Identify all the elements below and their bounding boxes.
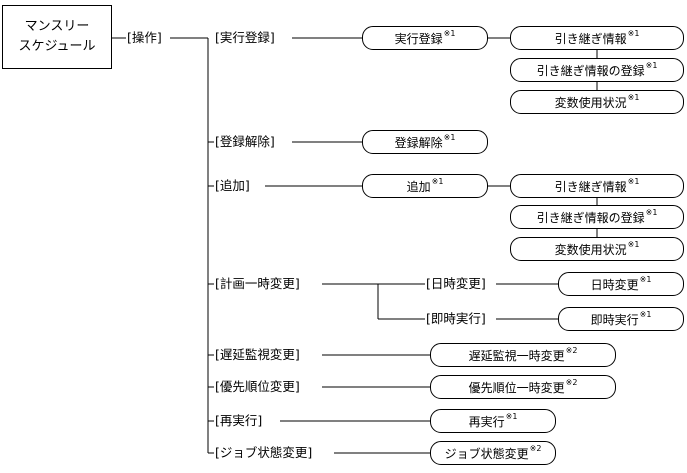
box-priority-text: 優先順位一時変更 — [468, 380, 565, 395]
label-job-state: [ジョブ状態変更] — [214, 445, 314, 461]
note-marker: ※1 — [443, 132, 456, 142]
box-takeover-info-2: 引き継ぎ情報※1 — [510, 174, 684, 198]
root-label-line2: スケジュール — [18, 39, 96, 54]
note-marker: ※1 — [627, 176, 640, 186]
note-marker: ※2 — [565, 345, 578, 355]
box-delay-monitor-text: 遅延監視一時変更 — [468, 348, 565, 363]
box-rerun-text: 再実行 — [468, 414, 505, 429]
note-marker: ※1 — [645, 207, 658, 217]
note-marker: ※1 — [431, 176, 444, 186]
box-add: 追加※1 — [362, 174, 488, 198]
box-delay-monitor: 遅延監視一時変更※2 — [430, 343, 616, 367]
box-job-state-text: ジョブ状態変更 — [444, 446, 529, 461]
note-marker: ※1 — [443, 28, 456, 38]
box-var-status-2: 変数使用状況※1 — [510, 237, 684, 261]
label-priority: [優先順位変更] — [214, 379, 301, 395]
note-marker: ※2 — [565, 377, 578, 387]
box-takeover-info-1: 引き継ぎ情報※1 — [510, 26, 684, 50]
note-marker: ※1 — [627, 92, 640, 102]
box-datetime-change: 日時変更※1 — [558, 272, 684, 296]
root-label-line1: マンスリー — [24, 19, 90, 34]
label-rerun: [再実行] — [214, 413, 264, 429]
root-box-monthly-schedule: マンスリー スケジュール — [2, 5, 112, 69]
box-exec-register-text: 実行登録 — [394, 31, 443, 46]
note-marker: ※1 — [627, 239, 640, 249]
note-marker: ※2 — [529, 443, 542, 453]
label-unregister: [登録解除] — [214, 134, 276, 150]
box-job-state: ジョブ状態変更※2 — [430, 441, 556, 465]
box-priority: 優先順位一時変更※2 — [430, 375, 616, 399]
box-var-status-1: 変数使用状況※1 — [510, 90, 684, 114]
box-immediate-exec-text: 即時実行 — [590, 312, 639, 327]
box-exec-register: 実行登録※1 — [362, 26, 488, 50]
label-exec-register: [実行登録] — [214, 30, 276, 46]
box-takeover-register-1: 引き継ぎ情報の登録※1 — [510, 58, 684, 82]
label-plan-change: [計画一時変更] — [214, 276, 301, 292]
box-rerun: 再実行※1 — [430, 409, 556, 433]
label-delay-monitor: [遅延監視変更] — [214, 347, 301, 363]
label-datetime-change: [日時変更] — [425, 276, 487, 292]
label-immediate-exec: [即時実行] — [425, 311, 487, 327]
note-marker: ※1 — [639, 274, 652, 284]
note-marker: ※1 — [639, 309, 652, 319]
label-add: [追加] — [214, 178, 251, 194]
box-unregister-text: 登録解除 — [394, 135, 443, 150]
box-add-text: 追加 — [406, 179, 431, 194]
box-takeover-info-1-text: 引き継ぎ情報 — [554, 31, 627, 46]
box-datetime-change-text: 日時変更 — [590, 277, 639, 292]
box-immediate-exec: 即時実行※1 — [558, 307, 684, 331]
box-var-status-1-text: 変数使用状況 — [554, 95, 627, 110]
note-marker: ※1 — [627, 28, 640, 38]
note-marker: ※1 — [505, 411, 518, 421]
box-takeover-info-2-text: 引き継ぎ情報 — [554, 179, 627, 194]
box-takeover-register-2-text: 引き継ぎ情報の登録 — [536, 210, 645, 225]
label-operation: [操作] — [126, 30, 163, 46]
box-takeover-register-1-text: 引き継ぎ情報の登録 — [536, 63, 645, 78]
box-takeover-register-2: 引き継ぎ情報の登録※1 — [510, 205, 684, 229]
box-var-status-2-text: 変数使用状況 — [554, 242, 627, 257]
box-unregister: 登録解除※1 — [362, 130, 488, 154]
note-marker: ※1 — [645, 60, 658, 70]
